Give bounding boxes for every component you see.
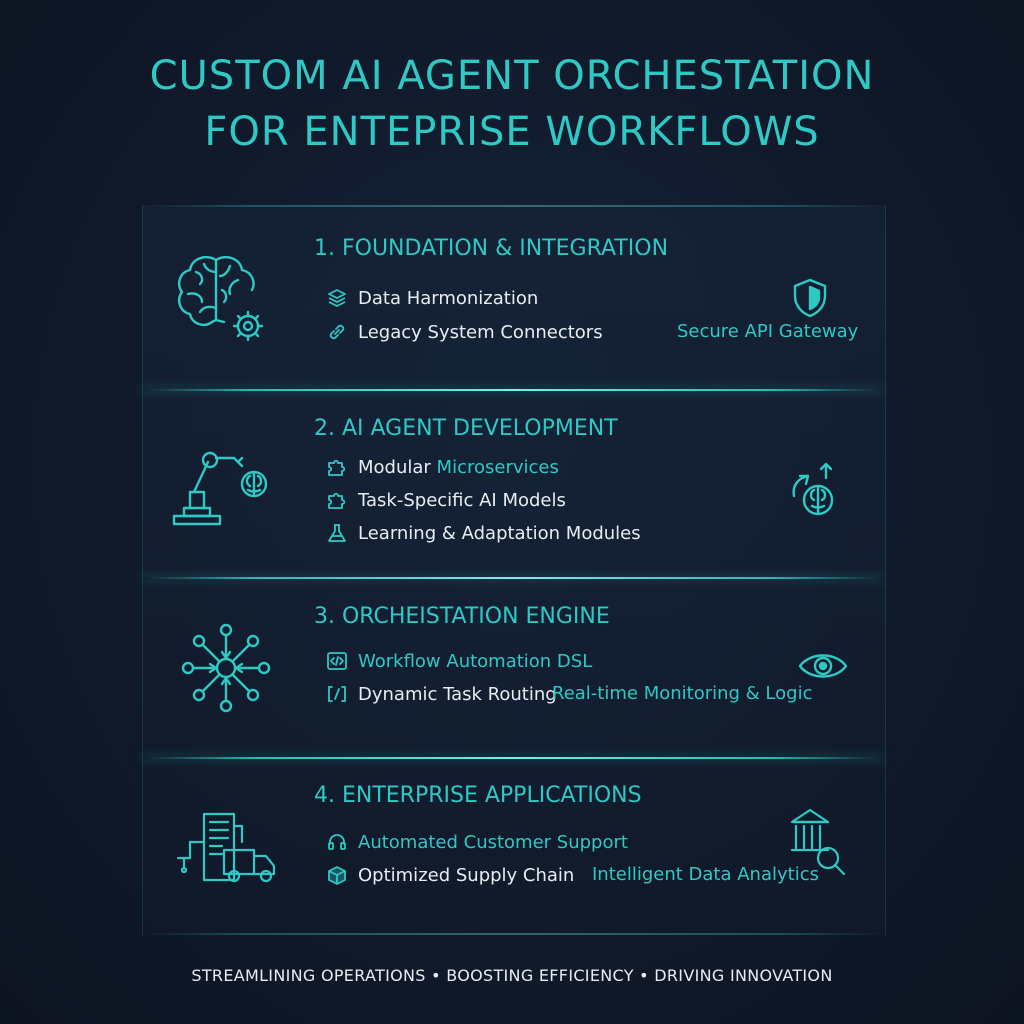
bank-search-icon xyxy=(790,808,846,876)
item-label: Automated Customer Support xyxy=(358,831,628,853)
list-item-supply-chain: Optimized Supply Chain xyxy=(326,864,574,886)
side-label-data-analytics: Intelligent Data Analytics xyxy=(592,864,819,885)
network-hub-icon xyxy=(181,623,271,713)
flask-icon xyxy=(328,524,346,542)
building-truck-icon xyxy=(176,812,276,883)
list-item-workflow-dsl: Workflow Automation DSL xyxy=(326,650,592,672)
puzzle-icon xyxy=(328,459,346,476)
list-item-data-harmonization: Data Harmonization xyxy=(326,287,538,309)
divider-top xyxy=(142,205,884,207)
brackets-icon xyxy=(328,686,346,702)
headset-icon xyxy=(328,834,346,850)
list-item-learning-modules: Learning & Adaptation Modules xyxy=(326,522,641,544)
side-label-monitoring: Real-time Monitoring & Logic xyxy=(552,683,813,704)
item-label: Learning & Adaptation Modules xyxy=(358,522,641,544)
puzzle-icon xyxy=(328,492,346,509)
shield-icon xyxy=(793,278,827,318)
list-item-legacy-connectors: Legacy System Connectors xyxy=(326,321,603,343)
item-label-teal: Microservices xyxy=(436,456,559,478)
brain-gear-icon xyxy=(178,256,264,342)
item-label: Optimized Supply Chain xyxy=(358,864,575,886)
list-item-customer-support: Automated Customer Support xyxy=(326,831,628,853)
content-panel xyxy=(142,205,886,935)
section-title-2: 2. AI AGENT DEVELOPMENT xyxy=(314,416,618,441)
link-icon xyxy=(329,324,345,340)
title-line-1: CUSTOM AI AGENT ORCHESTATION xyxy=(149,53,875,99)
section-title-3: 3. ORCHEISTATION ENGINE xyxy=(314,604,610,629)
code-icon xyxy=(327,652,347,670)
item-label: Task-Specific AI Models xyxy=(358,489,566,511)
brain-refresh-icon xyxy=(792,462,834,516)
divider-bottom xyxy=(142,933,884,935)
footer-tagline: STREAMLINING OPERATIONS • BOOSTING EFFIC… xyxy=(191,966,833,985)
item-label: Legacy System Connectors xyxy=(358,321,603,343)
side-label-secure-api: Secure API Gateway xyxy=(677,321,859,342)
page-title: CUSTOM AI AGENT ORCHESTATION FOR ENTEPRI… xyxy=(0,48,1024,160)
divider-2 xyxy=(142,577,884,579)
item-label: Dynamic Task Routing xyxy=(358,683,557,705)
divider-3 xyxy=(142,757,884,759)
layers-icon xyxy=(328,289,346,307)
item-label: Workflow Automation DSL xyxy=(358,650,593,672)
divider-1 xyxy=(142,389,884,391)
list-item-task-routing: Dynamic Task Routing xyxy=(326,683,557,705)
section-title-1: 1. FOUNDATION & INTEGRATION xyxy=(314,236,669,261)
eye-icon xyxy=(798,654,848,678)
title-line-2: FOR ENTEPRISE WORKFLOWS xyxy=(204,109,820,155)
robot-arm-icon xyxy=(172,451,268,526)
section-title-4: 4. ENTERPRISE APPLICATIONS xyxy=(314,783,642,808)
package-icon xyxy=(328,866,346,885)
item-label-white: Modular xyxy=(358,456,431,478)
item-label: Data Harmonization xyxy=(358,287,539,309)
list-item-task-models: Task-Specific AI Models xyxy=(326,489,566,511)
list-item-modular-microservices: Modular Microservices xyxy=(326,456,559,478)
